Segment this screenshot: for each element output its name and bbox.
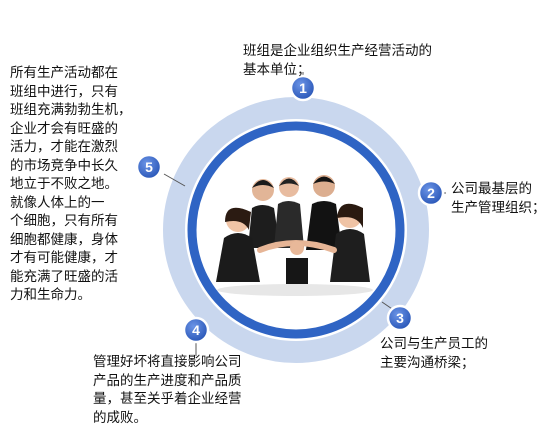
node-text-line: 活力，才能在激烈 bbox=[10, 139, 118, 155]
connector-line-5 bbox=[163, 173, 186, 187]
node-badge-2-number: 2 bbox=[427, 185, 435, 201]
node-badge-5-number: 5 bbox=[145, 159, 153, 175]
node-badge-1-circle bbox=[289, 74, 317, 102]
node-badge-3-circle bbox=[386, 304, 414, 332]
node-badge-1: 1 bbox=[289, 74, 317, 102]
node-badge-2-circle bbox=[417, 179, 445, 207]
node-text-line: 地立于不败之地。 bbox=[10, 176, 118, 192]
node-badge-2: 2 bbox=[417, 179, 445, 207]
node-text-line: 能充满了旺盛的活 bbox=[10, 268, 118, 285]
node-text-line: 所有生产活动都在 bbox=[10, 65, 118, 81]
person-silhouette bbox=[330, 203, 370, 282]
node-text-2: 公司最基层的 生产管理组织； bbox=[451, 180, 546, 217]
node-badge-3-number: 3 bbox=[396, 310, 404, 326]
node-text-line: 班组中进行，只有 bbox=[10, 83, 118, 100]
node-text-line: 班组是企业组织生产经营活动的 bbox=[243, 43, 432, 59]
node-text-line: 就像人体上的一 bbox=[10, 194, 105, 211]
node-badge-4-circle bbox=[182, 316, 210, 344]
node-text-line: 个细胞，只有所有 bbox=[10, 213, 118, 229]
node-text-line: 的成败。 bbox=[93, 409, 147, 426]
node-text-line: 企业才会有旺盛的 bbox=[10, 120, 118, 137]
person-silhouette bbox=[306, 175, 342, 250]
node-text-line: 才有可能健康，才 bbox=[10, 250, 118, 266]
node-badge-5-circle bbox=[135, 153, 163, 181]
node-text-line: 生产管理组织； bbox=[451, 199, 546, 216]
node-text-line: 公司与生产员工的 bbox=[380, 336, 488, 352]
node-badge-1-number: 1 bbox=[299, 80, 307, 96]
node-text-line: 细胞都健康，身体 bbox=[10, 231, 118, 248]
person-silhouette bbox=[248, 179, 280, 248]
node-badge-5: 5 bbox=[135, 153, 163, 181]
node-text-5: 所有生产活动都在 班组中进行，只有 班组充满勃勃生机， 企业才会有旺盛的 活力，… bbox=[10, 64, 132, 305]
team-photo bbox=[216, 175, 373, 296]
node-text-line: 班组充满勃勃生机， bbox=[10, 102, 132, 118]
node-badge-4-number: 4 bbox=[192, 322, 200, 338]
person-silhouette bbox=[216, 207, 260, 282]
node-text-line: 的市场竞争中长久 bbox=[10, 157, 118, 174]
node-badge-3: 3 bbox=[386, 304, 414, 332]
node-badge-4: 4 bbox=[182, 316, 210, 344]
node-text-line: 产品的生产进度和产品质 bbox=[93, 372, 242, 389]
node-text-line: 管理好坏将直接影响公司 bbox=[93, 354, 242, 370]
node-text-4: 管理好坏将直接影响公司 产品的生产进度和产品质 量，甚至关乎着企业经营 的成败。 bbox=[93, 353, 242, 427]
node-text-1: 班组是企业组织生产经营活动的 基本单位； bbox=[243, 42, 432, 79]
node-text-3: 公司与生产员工的 主要沟通桥梁； bbox=[380, 335, 488, 372]
person-silhouette bbox=[274, 177, 304, 248]
node-text-line: 量，甚至关乎着企业经营 bbox=[93, 391, 242, 407]
outer-ring bbox=[163, 97, 429, 363]
node-text-line: 基本单位； bbox=[243, 61, 311, 78]
node-text-line: 公司最基层的 bbox=[451, 181, 532, 197]
node-text-line: 主要沟通桥梁； bbox=[380, 354, 475, 371]
inner-ring bbox=[187, 121, 405, 339]
node-text-line: 力和生命力。 bbox=[10, 287, 91, 303]
